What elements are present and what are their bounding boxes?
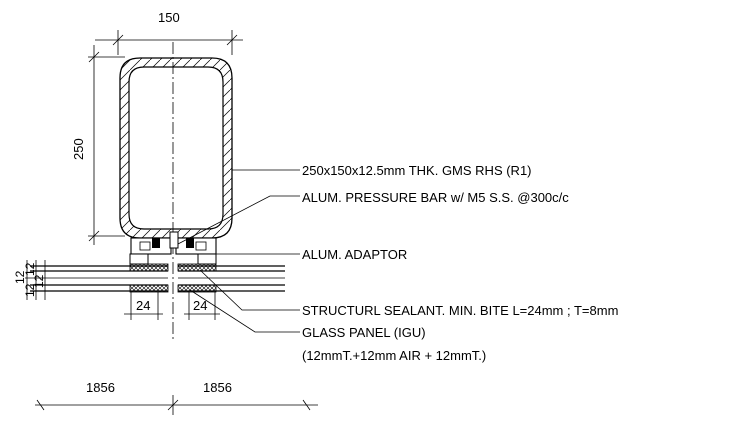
stack-label-2: 12 — [23, 262, 37, 276]
callout-leaders — [177, 169, 300, 333]
glass-panels — [25, 265, 285, 292]
bite-right-label: 24 — [193, 298, 207, 313]
left-stack-dimensions: 12 12 12 12 — [13, 260, 46, 300]
bottom-left-label: 1856 — [86, 380, 115, 395]
callout-sealant: STRUCTURL SEALANT. MIN. BITE L=24mm ; T=… — [302, 303, 618, 318]
stack-label-3: 12 — [23, 283, 37, 297]
bottom-dimensions: 1856 1856 — [35, 380, 318, 415]
bottom-right-label: 1856 — [203, 380, 232, 395]
aluminium-adaptor — [129, 231, 217, 293]
callout-glass-detail: (12mmT.+12mm AIR + 12mmT.) — [302, 348, 486, 363]
top-width-label: 150 — [158, 10, 180, 25]
stack-label-4: 12 — [32, 274, 46, 288]
top-dimension: 150 — [95, 10, 243, 55]
callout-pressure-bar: ALUM. PRESSURE BAR w/ M5 S.S. @300c/c — [302, 190, 569, 205]
rhs-steel-section — [119, 57, 233, 239]
left-dimension: 250 — [71, 45, 125, 245]
bite-left-label: 24 — [136, 298, 150, 313]
callout-glass: GLASS PANEL (IGU) — [302, 325, 426, 340]
callout-rhs: 250x150x12.5mm THK. GMS RHS (R1) — [302, 163, 532, 178]
left-height-label: 250 — [71, 138, 86, 160]
callout-adaptor: ALUM. ADAPTOR — [302, 247, 407, 262]
bite-dimensions: 24 24 — [124, 292, 220, 320]
stack-label-1: 12 — [13, 270, 27, 284]
